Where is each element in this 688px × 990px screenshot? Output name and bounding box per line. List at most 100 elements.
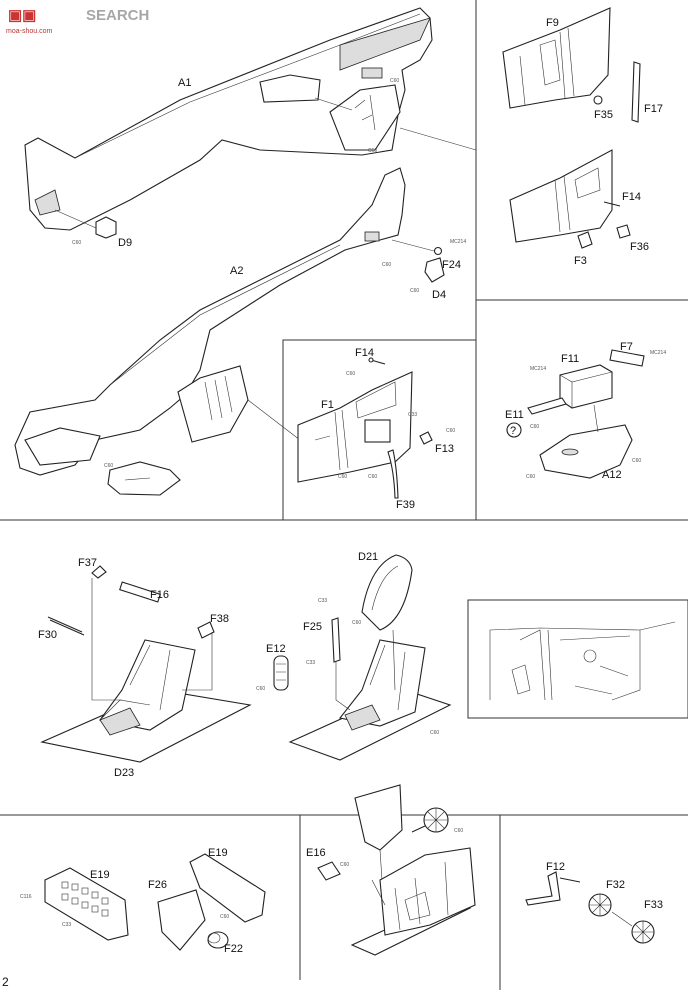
label-f26: F26 (148, 879, 167, 891)
color-c60: C60 (390, 78, 399, 84)
label-e11: E11 (505, 409, 524, 421)
part-d4 (424, 257, 445, 283)
label-f11: F11 (561, 353, 579, 365)
color-c60: C60 (410, 288, 419, 294)
help-symbol: ? (510, 425, 516, 437)
label-f14-a: F14 (622, 191, 641, 203)
color-c60: C60 (526, 474, 535, 480)
label-f35: F35 (594, 109, 613, 121)
label-f33: F33 (644, 899, 663, 911)
color-c60: C60 (256, 686, 265, 692)
seat-frame-d23 (40, 578, 252, 763)
color-c60: C60 (72, 240, 81, 246)
label-d21: D21 (358, 551, 378, 563)
label-f16: F16 (150, 589, 169, 601)
color-c60: C60 (454, 828, 463, 834)
part-f22 (207, 931, 229, 949)
part-f26 (157, 889, 206, 951)
watermark-brand: SEARCH (86, 7, 149, 24)
color-c60: C60 (446, 428, 455, 434)
parts-f37-f16-f38-f30 (47, 565, 215, 639)
color-c33: C33 (306, 660, 315, 666)
part-f35 (593, 95, 603, 105)
label-d23: D23 (114, 767, 134, 779)
label-f22: F22 (224, 943, 243, 955)
label-f32: F32 (606, 879, 625, 891)
color-c60: C60 (382, 262, 391, 268)
label-e19-a: E19 (90, 869, 110, 881)
wheel-top (411, 807, 449, 833)
label-f39: F39 (396, 499, 415, 511)
seat-d21 (361, 554, 413, 631)
part-f39 (387, 449, 399, 499)
part-f14-pin (368, 357, 386, 365)
label-f25: F25 (303, 621, 322, 633)
seat-frame-d21-assembly (288, 629, 452, 761)
page-number: 2 (2, 975, 9, 989)
color-mc214: MC214 (650, 350, 666, 356)
color-c60: C60 (104, 463, 113, 469)
part-f12 (525, 871, 581, 906)
color-mc214: MC214 (450, 239, 466, 245)
color-c60: C60 (346, 371, 355, 377)
cockpit-panel-f1 (297, 371, 413, 483)
color-c60: C60 (530, 424, 539, 430)
color-c60: C60 (430, 730, 439, 736)
part-f3 (577, 231, 593, 249)
label-e19-b: E19 (208, 847, 228, 859)
cockpit-panel-f9 (502, 7, 611, 109)
part-f7 (609, 349, 645, 367)
part-f13 (419, 431, 433, 445)
part-e12 (273, 655, 289, 691)
label-e16: E16 (306, 847, 326, 859)
part-f36 (616, 224, 631, 239)
label-f38: F38 (210, 613, 229, 625)
label-f7: F7 (620, 341, 633, 353)
color-c116: C116 (20, 894, 32, 900)
label-f3: F3 (574, 255, 587, 267)
color-c60: C60 (368, 474, 377, 480)
part-e16 (317, 861, 341, 881)
part-d9 (54, 209, 117, 239)
label-f24: F24 (442, 259, 461, 271)
color-c33: C33 (318, 598, 327, 604)
label-f9: F9 (546, 17, 559, 29)
cockpit-panel-f14 (509, 149, 613, 243)
color-c60: C60 (632, 458, 641, 464)
color-c60: C60 (220, 914, 229, 920)
label-f17: F17 (644, 103, 663, 115)
instrument-panel-e19 (44, 867, 129, 941)
cockpit-detail-view (489, 621, 676, 701)
color-c33: C33 (408, 412, 417, 418)
panel-top-assembly (354, 784, 403, 881)
watermark-site: moa-shou.com (6, 28, 52, 35)
fuselage-half-a1 (24, 7, 433, 231)
color-c60: C60 (368, 148, 377, 154)
label-e12: E12 (266, 643, 286, 655)
floor-a12 (539, 404, 633, 479)
color-c33: C33 (62, 922, 71, 928)
part-e19-b (189, 853, 266, 923)
part-f24 (391, 239, 443, 256)
wheel-f32 (588, 893, 612, 917)
cockpit-assembly-e16 (350, 847, 476, 956)
svg-text:▣▣: ▣▣ (8, 7, 36, 24)
label-d4: D4 (432, 289, 446, 301)
label-f14-b: F14 (355, 347, 374, 359)
label-f37: F37 (78, 557, 97, 569)
label-f12: F12 (546, 861, 565, 873)
watermark: ▣▣ SEARCH moa-shou.com (4, 4, 149, 35)
box-f11 (559, 364, 613, 409)
part-e11 (527, 397, 567, 415)
color-mc214: MC214 (530, 366, 546, 372)
help-circle (506, 422, 522, 438)
wheel-f33 (611, 911, 655, 944)
part-f14-pin-b (603, 201, 621, 207)
fuselage-half-a2 (14, 167, 406, 496)
label-a12: A12 (602, 469, 622, 481)
label-f13: F13 (435, 443, 454, 455)
label-f30: F30 (38, 629, 57, 641)
part-f25 (331, 617, 351, 711)
